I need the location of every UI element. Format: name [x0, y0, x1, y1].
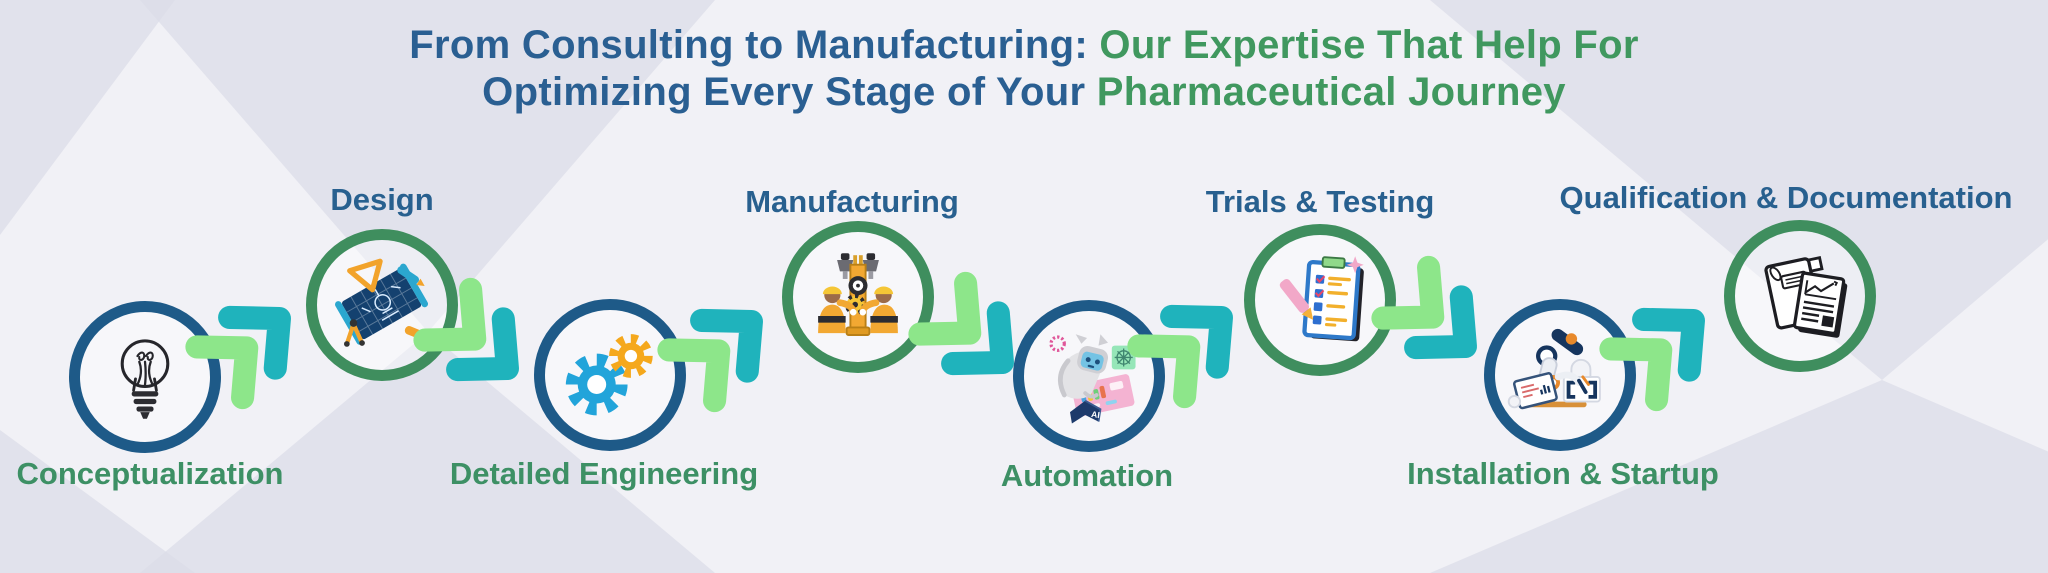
page-title: From Consulting to Manufacturing: Our Ex… — [0, 22, 2048, 116]
double-chevron-icon — [185, 305, 291, 410]
lightbulb-icon — [120, 339, 170, 419]
gears-icon — [565, 334, 653, 416]
stage-label: Design — [330, 182, 434, 217]
flow-arrow — [1363, 248, 1509, 393]
stage-circle — [69, 301, 221, 453]
workers-machine-icon — [818, 253, 898, 336]
stage-circle — [1724, 220, 1876, 372]
double-chevron-icon — [413, 277, 519, 382]
flow-arrow — [1119, 272, 1265, 417]
documents-icon — [1764, 255, 1848, 338]
robot-icon: AI — [1049, 334, 1136, 424]
double-chevron-icon — [1371, 255, 1477, 360]
stage-label: Trials & Testing — [1205, 184, 1435, 219]
stage-circle — [1244, 224, 1396, 376]
double-chevron-icon — [1127, 304, 1233, 409]
flow-arrow — [649, 276, 795, 421]
title-line2-blue: Optimizing Every Stage of Your — [482, 70, 1086, 114]
flow-arrow — [405, 270, 551, 415]
title-line1-blue: From Consulting to Manufacturing: — [409, 23, 1088, 67]
flow-arrow — [900, 264, 1046, 409]
double-chevron-icon — [908, 271, 1014, 376]
title-line2-green: Pharmaceutical Journey — [1096, 70, 1566, 114]
stage-label: Qualification & Documentation — [1559, 180, 2013, 215]
double-chevron-icon — [657, 308, 763, 413]
flow-arrow — [177, 273, 323, 418]
stage-label: Detailed Engineering — [449, 456, 759, 491]
stage-circle — [1484, 299, 1636, 451]
checklist-icon — [1279, 256, 1364, 342]
robotic-arm-icon — [1507, 328, 1601, 410]
double-chevron-icon — [1599, 307, 1705, 412]
svg-text:AI: AI — [1091, 409, 1101, 420]
stage-circle — [782, 221, 934, 373]
title-line-2: Optimizing Every Stage of Your Pharmaceu… — [0, 69, 2048, 116]
stage-circle: AI — [1013, 300, 1165, 452]
stage-circle — [534, 299, 686, 451]
stage-label: Manufacturing — [745, 184, 959, 219]
stage-label: Installation & Startup — [1407, 456, 1719, 491]
flow-arrow — [1591, 275, 1737, 420]
drafting-board-icon — [335, 258, 429, 347]
title-line-1: From Consulting to Manufacturing: Our Ex… — [0, 22, 2048, 69]
stage-label: Automation — [1000, 458, 1174, 493]
stage-circle — [306, 229, 458, 381]
stage-label: Conceptualization — [16, 456, 284, 491]
title-line1-green: Our Expertise That Help For — [1099, 23, 1639, 67]
